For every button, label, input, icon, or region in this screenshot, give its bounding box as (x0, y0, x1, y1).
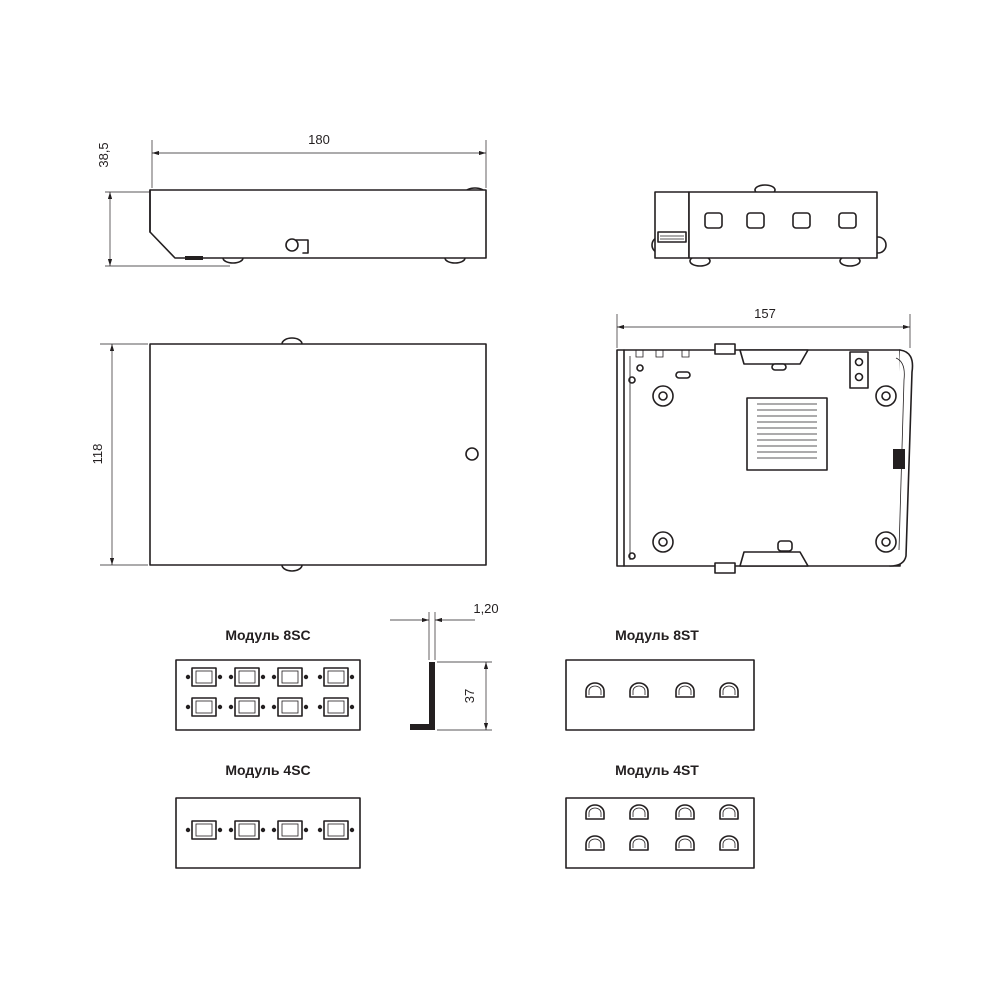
sc-port-4 (317, 820, 355, 840)
sc-port-3 (271, 820, 309, 840)
dim-label-1-20: 1,20 (473, 601, 498, 616)
sc-port-r1-3 (271, 667, 309, 687)
module-4sc: Модуль 4SC (175, 762, 361, 869)
dim-label-38-5: 38,5 (96, 142, 111, 167)
front-end-panel (688, 191, 878, 259)
st-port-r2-2 (629, 835, 649, 851)
dim-label-37: 37 (462, 689, 477, 703)
side-latch (285, 238, 299, 252)
module-8st-ports (585, 682, 739, 698)
top-view-lock (465, 447, 479, 461)
module-4st: Модуль 4ST (565, 762, 755, 869)
front-end-port-3 (792, 212, 811, 229)
interior-latch (893, 449, 905, 469)
side-body (149, 189, 487, 259)
top-view-body (149, 343, 487, 566)
sc-port-1 (185, 820, 223, 840)
st-port-r1-1 (585, 804, 605, 820)
module-4st-ports (585, 804, 739, 851)
st-port-r1-3 (675, 804, 695, 820)
interior-boss-1 (652, 385, 674, 407)
interior-boss-4 (875, 531, 897, 553)
st-port-r2-1 (585, 835, 605, 851)
st-port-r2-4 (719, 835, 739, 851)
front-end-port-4 (838, 212, 857, 229)
module-8sc: Модуль 8SC (175, 627, 361, 731)
side-clip (185, 256, 203, 260)
dim-label-118: 118 (90, 444, 105, 465)
front-end-port-1 (704, 212, 723, 229)
sc-port-r2-4 (317, 697, 355, 717)
module-8sc-ports (185, 667, 355, 717)
st-port-r2-3 (675, 835, 695, 851)
module-4st-title: Модуль 4ST (615, 762, 699, 778)
interior-boss-2 (875, 385, 897, 407)
st-port-1 (585, 682, 605, 698)
interior-boss-3 (652, 531, 674, 553)
module-4sc-title: Модуль 4SC (225, 762, 310, 778)
st-port-4 (719, 682, 739, 698)
front-end-port-2 (746, 212, 765, 229)
module-8st: Модуль 8ST (565, 627, 755, 731)
bracket-profile: 1,20 37 (390, 601, 499, 731)
module-8st-title: Модуль 8ST (615, 627, 699, 643)
module-4sc-ports (185, 820, 355, 840)
interior-view: 157 (616, 306, 914, 574)
sc-port-r2-3 (271, 697, 309, 717)
sc-port-r1-1 (185, 667, 223, 687)
sc-port-r2-1 (185, 697, 223, 717)
dim-label-157: 157 (754, 306, 776, 321)
st-port-r1-4 (719, 804, 739, 820)
st-port-3 (675, 682, 695, 698)
sc-port-r1-2 (228, 667, 266, 687)
st-port-r1-2 (629, 804, 649, 820)
sc-port-r1-4 (317, 667, 355, 687)
front-end-view (651, 184, 887, 267)
side-view: 180 38,5 (96, 132, 487, 267)
sc-port-2 (228, 820, 266, 840)
dim-label-180: 180 (308, 132, 330, 147)
sc-port-r2-2 (228, 697, 266, 717)
front-end-side-block (654, 191, 690, 259)
top-view: 118 (90, 337, 487, 572)
st-port-2 (629, 682, 649, 698)
module-8sc-title: Модуль 8SC (225, 627, 310, 643)
